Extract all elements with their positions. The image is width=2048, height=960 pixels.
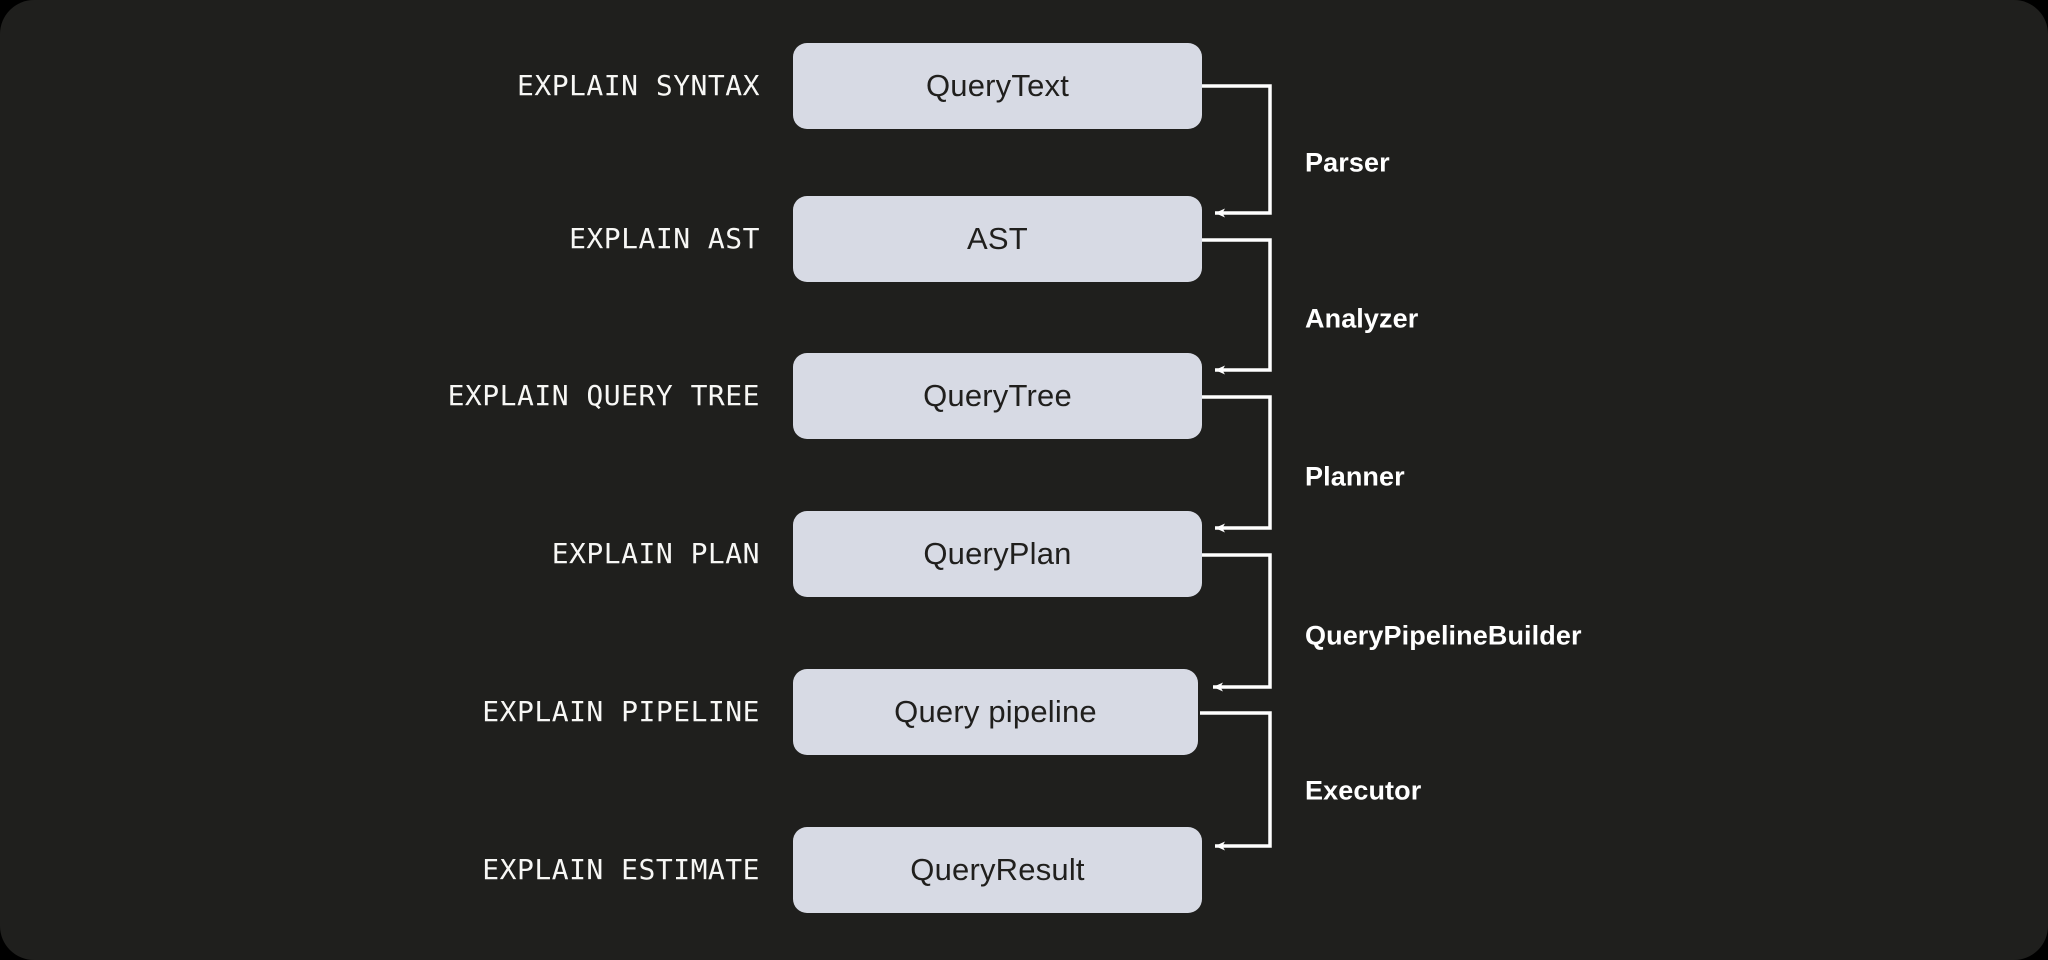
pipeline-row: EXPLAIN PLAN QueryPlan	[0, 511, 2048, 597]
node-ast[interactable]: AST	[793, 196, 1202, 282]
node-querytree[interactable]: QueryTree	[793, 353, 1202, 439]
node-label: QueryText	[925, 68, 1070, 103]
pipeline-row: EXPLAIN PIPELINE Query pipeline	[0, 669, 2048, 755]
node-label: QueryResult	[910, 852, 1085, 887]
explain-label-syntax: EXPLAIN SYNTAX	[516, 69, 760, 102]
node-querytext[interactable]: QueryText	[793, 43, 1202, 129]
node-queryresult[interactable]: QueryResult	[793, 827, 1202, 913]
explain-label-ast: EXPLAIN AST	[569, 222, 760, 255]
explain-label-pipeline: EXPLAIN PIPELINE	[482, 695, 760, 728]
node-label: QueryPlan	[923, 536, 1072, 571]
node-label: AST	[967, 221, 1028, 256]
stage-label-querypipelinebuilder: QueryPipelineBuilder	[1305, 620, 1582, 651]
stage-label-planner: Planner	[1305, 461, 1405, 492]
stage-label-executor: Executor	[1305, 775, 1422, 806]
pipeline-row: EXPLAIN QUERY TREE QueryTree	[0, 353, 2048, 439]
pipeline-row: EXPLAIN SYNTAX QueryText	[0, 43, 2048, 129]
explain-label-query-tree: EXPLAIN QUERY TREE	[447, 379, 760, 412]
explain-label-plan: EXPLAIN PLAN	[551, 537, 760, 570]
node-label: QueryTree	[923, 378, 1072, 413]
pipeline-row: EXPLAIN AST AST	[0, 196, 2048, 282]
node-label: Query pipeline	[894, 694, 1097, 729]
pipeline-row: EXPLAIN ESTIMATE QueryResult	[0, 827, 2048, 913]
stage-label-analyzer: Analyzer	[1305, 303, 1419, 334]
node-queryplan[interactable]: QueryPlan	[793, 511, 1202, 597]
explain-label-estimate: EXPLAIN ESTIMATE	[482, 853, 760, 886]
node-query-pipeline[interactable]: Query pipeline	[793, 669, 1198, 755]
stage-label-parser: Parser	[1305, 147, 1390, 178]
